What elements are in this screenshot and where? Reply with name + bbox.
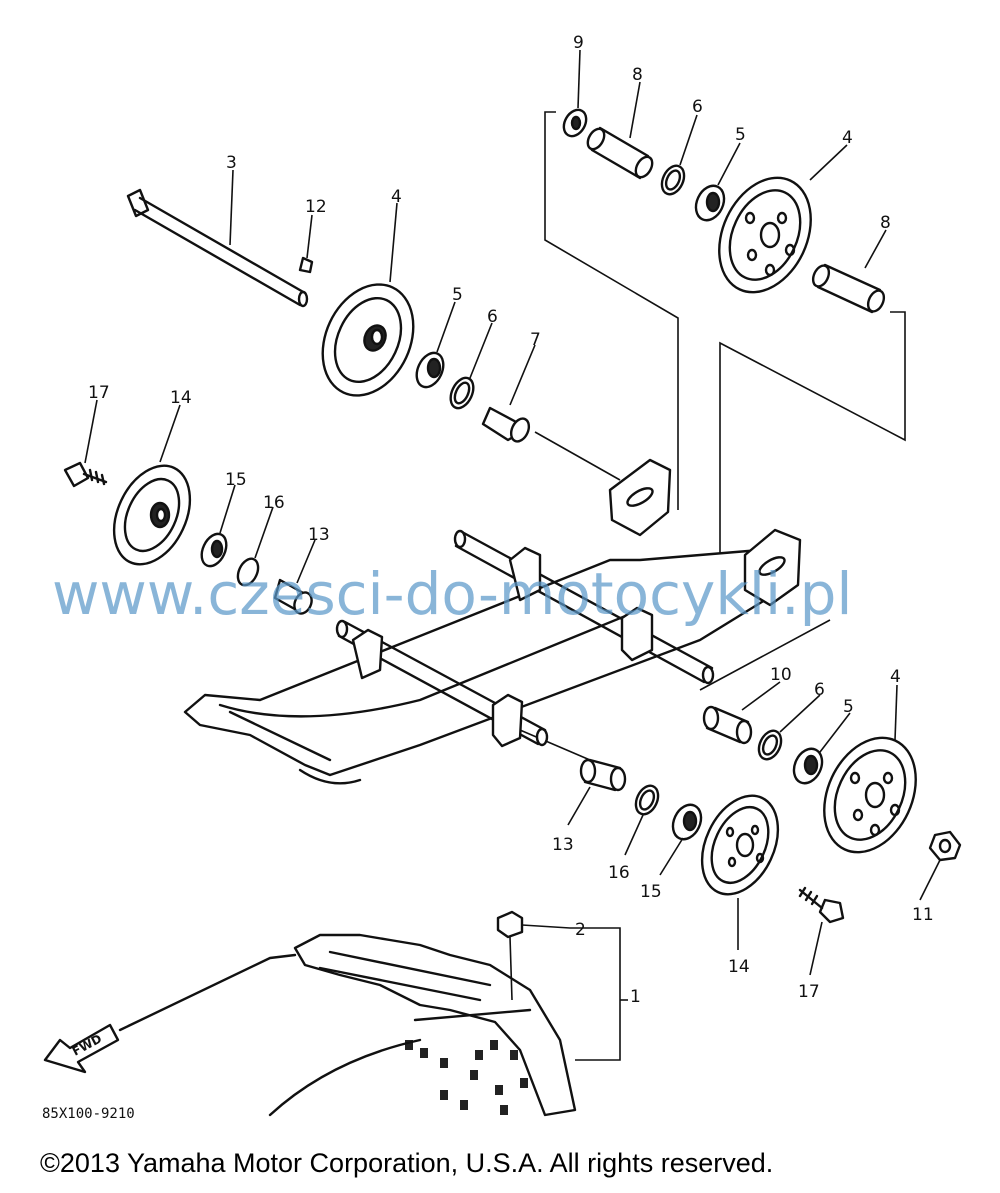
collar-8-right — [811, 263, 886, 314]
bearing-5-lower — [792, 747, 824, 785]
callout-2: 2 — [575, 920, 586, 940]
callouts: 3 12 4 5 6 7 17 14 15 16 13 9 8 6 5 4 8 … — [88, 33, 934, 1007]
callout-13-lower: 13 — [552, 835, 574, 855]
callout-11: 11 — [912, 905, 934, 925]
bearing-15-lower — [671, 803, 703, 841]
callout-9: 9 — [573, 33, 584, 53]
callout-7: 7 — [530, 330, 541, 350]
bolt-17-lower — [798, 886, 845, 924]
wheel-upper-left — [321, 283, 415, 397]
circlip-6-upper — [660, 164, 686, 196]
circlip-16-lower — [634, 784, 660, 816]
callout-12: 12 — [305, 197, 327, 217]
callout-4-upper-right: 4 — [842, 128, 853, 148]
wheel-lower-right — [823, 736, 917, 854]
callout-10: 10 — [770, 665, 792, 685]
callout-16-lower: 16 — [608, 863, 630, 883]
collar-10 — [702, 705, 753, 745]
collar-7 — [481, 406, 531, 443]
copyright-notice: ©2013 Yamaha Motor Corporation, U.S.A. A… — [40, 1148, 773, 1178]
callout-6-upper-right: 6 — [692, 97, 703, 117]
suspension-frame — [183, 458, 802, 785]
bearing-upper-left — [415, 351, 445, 389]
track-belt — [118, 933, 577, 1117]
callout-5-upper-right: 5 — [735, 125, 746, 145]
callout-5-lower-right: 5 — [843, 697, 854, 717]
cotter-pin — [298, 256, 314, 274]
callout-4-upper-left: 4 — [391, 187, 402, 207]
fwd-arrow: FWD — [43, 1023, 120, 1074]
wheel-small-right — [700, 794, 780, 896]
bearing-5-upper — [694, 184, 726, 222]
callout-14-left: 14 — [170, 388, 192, 408]
callout-1: 1 — [630, 987, 641, 1007]
callout-3: 3 — [226, 153, 237, 173]
callout-14-lower: 14 — [728, 957, 750, 977]
callout-6-lower-right: 6 — [814, 680, 825, 700]
wheel-upper-right — [718, 176, 812, 294]
callout-6-upper-left: 6 — [487, 307, 498, 327]
collar-8-upper — [586, 126, 654, 180]
callout-15-left: 15 — [225, 470, 247, 490]
callout-13-left: 13 — [308, 525, 330, 545]
bolt-upper-left — [63, 461, 108, 488]
collar-left-13 — [273, 578, 313, 615]
callout-17-left: 17 — [88, 383, 110, 403]
nut-11 — [928, 830, 962, 862]
callout-8-right: 8 — [880, 213, 891, 233]
part-code: 85X100-9210 — [42, 1106, 135, 1122]
callout-8-upper: 8 — [632, 65, 643, 85]
wheel-shaft — [126, 188, 309, 308]
callout-5-upper-left: 5 — [452, 285, 463, 305]
callout-15-lower: 15 — [640, 882, 662, 902]
circlip-6-lower — [757, 729, 783, 761]
leader-lines — [84, 49, 941, 976]
callout-4-lower-right: 4 — [890, 667, 901, 687]
circlip-left-16 — [236, 557, 260, 587]
wheel-small-left — [112, 464, 192, 566]
clip-part — [496, 910, 621, 1061]
callout-17-lower: 17 — [798, 982, 820, 1002]
watermark: www.czesci-do-motocykli.pl — [52, 560, 853, 628]
collar-13-lower — [579, 758, 627, 792]
washer-9 — [562, 108, 588, 138]
bearing-left-15 — [200, 532, 228, 568]
alignment-lines — [519, 111, 906, 761]
circlip-upper-left — [449, 376, 475, 410]
callout-16-left: 16 — [263, 493, 285, 513]
